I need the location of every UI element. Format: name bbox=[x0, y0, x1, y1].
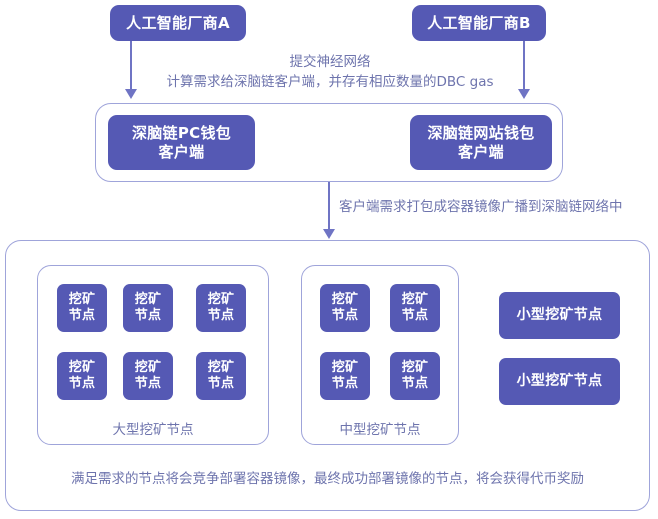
medium-miner-group bbox=[301, 265, 459, 445]
miner-node-line2: 节点 bbox=[134, 376, 162, 391]
vendor-box-a: 人工智能厂商A bbox=[110, 5, 246, 41]
miner-node-line1: 挖矿 bbox=[331, 291, 359, 307]
miner-node-line1: 挖矿 bbox=[68, 359, 96, 375]
miner-node-line1: 挖矿 bbox=[401, 359, 429, 375]
client-pc-wallet-line1: 深脑链PC钱包 bbox=[131, 123, 232, 142]
client-web-wallet-line2: 客户端 bbox=[458, 142, 504, 161]
miner-node: 挖矿 节点 bbox=[320, 352, 370, 400]
vendor-a-label: 人工智能厂商A bbox=[126, 13, 230, 32]
miner-node: 挖矿 节点 bbox=[390, 284, 440, 332]
miner-node-line2: 节点 bbox=[68, 308, 96, 323]
large-miner-group-label: 大型挖矿节点 bbox=[112, 422, 194, 438]
client-pc-wallet-box: 深脑链PC钱包 客户端 bbox=[108, 115, 255, 170]
network-container bbox=[5, 240, 650, 511]
miner-node-line2: 节点 bbox=[331, 376, 359, 391]
miner-node-line2: 节点 bbox=[401, 308, 429, 323]
flow-note-top-line2: 计算需求给深脑链客户端，并存有相应数量的DBC gas bbox=[166, 73, 494, 90]
client-web-wallet-line1: 深脑链网站钱包 bbox=[427, 123, 535, 142]
miner-node-line2: 节点 bbox=[207, 308, 235, 323]
vendor-box-b: 人工智能厂商B bbox=[412, 5, 546, 41]
miner-node-line1: 挖矿 bbox=[401, 291, 429, 307]
client-web-wallet-box: 深脑链网站钱包 客户端 bbox=[410, 115, 552, 170]
miner-node-line2: 节点 bbox=[331, 308, 359, 323]
miner-node: 挖矿 节点 bbox=[57, 284, 107, 332]
miner-node-line1: 挖矿 bbox=[134, 359, 162, 375]
miner-node-line2: 节点 bbox=[134, 308, 162, 323]
client-pc-wallet-line2: 客户端 bbox=[158, 142, 205, 161]
miner-node: 挖矿 节点 bbox=[123, 284, 173, 332]
small-miner-node: 小型挖矿节点 bbox=[499, 292, 620, 339]
miner-node-line2: 节点 bbox=[401, 376, 429, 391]
vendor-b-label: 人工智能厂商B bbox=[427, 13, 531, 32]
miner-node-line1: 挖矿 bbox=[207, 291, 235, 307]
client-wallet-container bbox=[95, 103, 563, 182]
miner-node-line1: 挖矿 bbox=[207, 359, 235, 375]
medium-miner-group-label: 中型挖矿节点 bbox=[339, 422, 421, 438]
miner-node-line2: 节点 bbox=[207, 376, 235, 391]
small-miner-node: 小型挖矿节点 bbox=[499, 358, 620, 405]
miner-node: 挖矿 节点 bbox=[196, 352, 246, 400]
miner-node-line1: 挖矿 bbox=[331, 359, 359, 375]
miner-node-line1: 挖矿 bbox=[68, 291, 96, 307]
miner-node: 挖矿 节点 bbox=[57, 352, 107, 400]
miner-node: 挖矿 节点 bbox=[390, 352, 440, 400]
small-miner-node-label: 小型挖矿节点 bbox=[516, 306, 603, 323]
flow-note-top: 提交神经网络 计算需求给深脑链客户端，并存有相应数量的DBC gas bbox=[155, 53, 505, 92]
footer-note: 满足需求的节点将会竞争部署容器镜像，最终成功部署镜像的节点，将会获得代币奖励 bbox=[71, 471, 584, 487]
miner-node: 挖矿 节点 bbox=[196, 284, 246, 332]
miner-node-line2: 节点 bbox=[68, 376, 96, 391]
large-miner-group bbox=[37, 265, 269, 445]
miner-node: 挖矿 节点 bbox=[320, 284, 370, 332]
flow-note-middle: 客户端需求打包成容器镜像广播到深脑链网络中 bbox=[339, 199, 623, 215]
flow-note-top-line1: 提交神经网络 bbox=[289, 54, 371, 70]
miner-node: 挖矿 节点 bbox=[123, 352, 173, 400]
small-miner-node-label: 小型挖矿节点 bbox=[516, 372, 603, 389]
miner-node-line1: 挖矿 bbox=[134, 291, 162, 307]
